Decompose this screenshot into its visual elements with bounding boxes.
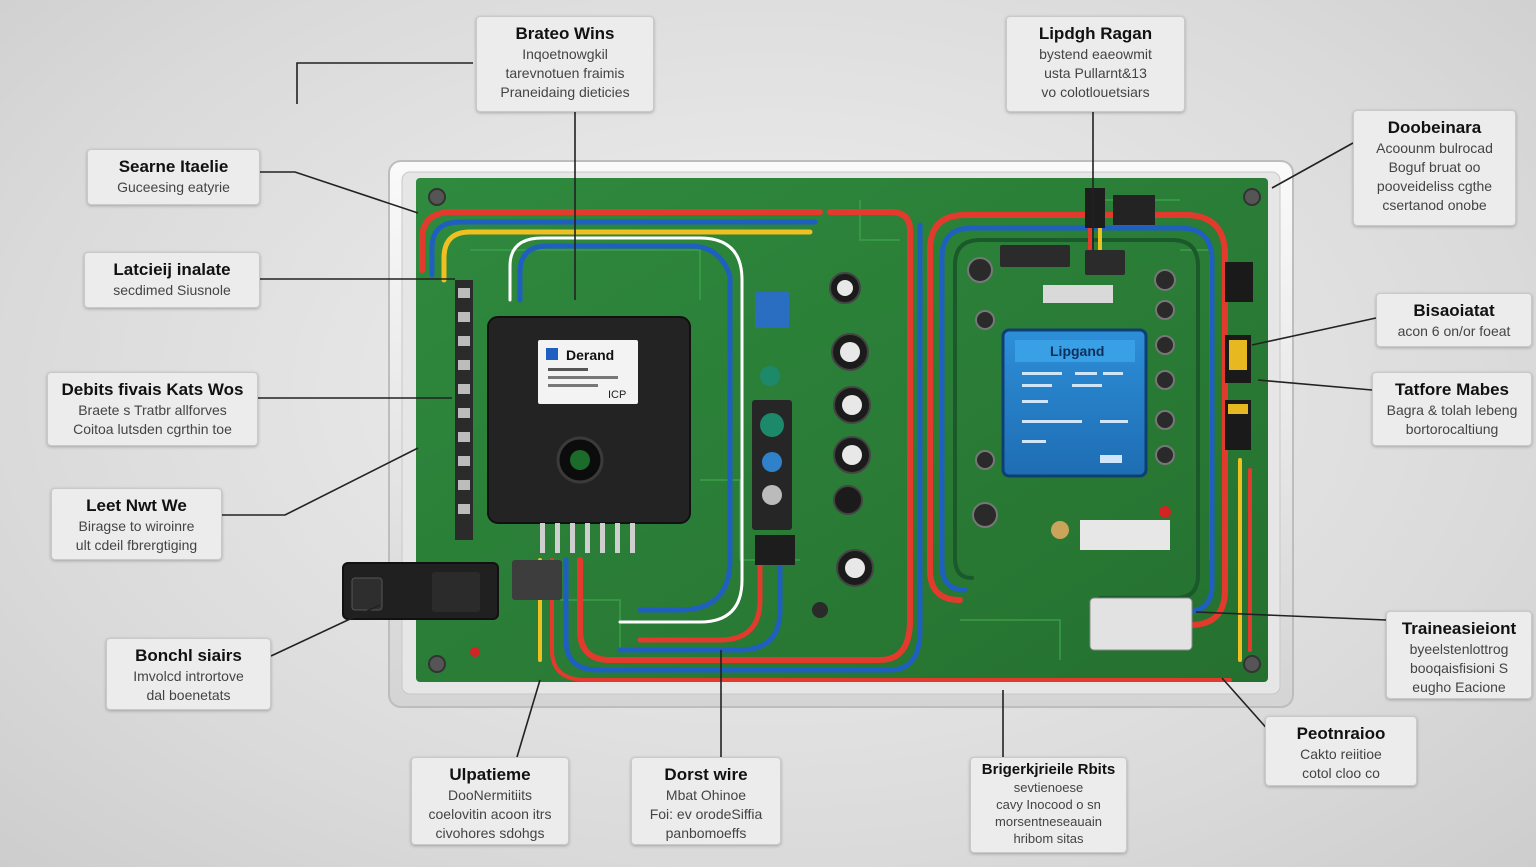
callout-line: usta Pullarnt&13 <box>1044 65 1147 81</box>
controller-code: ICP <box>608 389 626 401</box>
callout-line: Imvolcd intrortove <box>133 668 244 684</box>
callout-title: Debits fivais Kats Wos <box>61 380 244 399</box>
callout-line: coelovitin acoon itrs <box>428 806 552 822</box>
callout-line: Acoounm bulrocad <box>1376 140 1493 156</box>
callout-right-3: Tatfore Mabes Bagra & tolah lebeng borto… <box>1372 372 1532 446</box>
callout-title: Doobeinara <box>1387 118 1482 137</box>
module-label: Lipgand <box>1050 343 1104 359</box>
callout-title: Traineasieiont <box>1401 619 1517 638</box>
callout-line: bystend eaeowmit <box>1039 46 1152 62</box>
right-components <box>470 188 1253 657</box>
callout-bottom-3: Brigerkjrieile Rbits sevtienoese cavy In… <box>970 757 1127 853</box>
callout-line: Coitoa lutsden cgrthin toe <box>73 421 232 437</box>
callout-title: Leet Nwt We <box>86 496 187 515</box>
callout-left-3: Debits fivais Kats Wos Braete s Tratbr a… <box>47 372 258 446</box>
callout-right-2: Bisaoiatat acon 6 on/or foeat <box>1376 293 1532 347</box>
callout-line: Boguf bruat oo <box>1388 159 1481 175</box>
callout-title: Lipdgh Ragan <box>1038 24 1153 43</box>
callout-left-1: Searne Itaelie Guceesing eatyrie <box>87 149 260 205</box>
callout-right-5: Peotnraioo Cakto reiitioe cotol cloo co <box>1265 716 1417 786</box>
callout-top-right: Lipdgh Ragan bystend eaeowmit usta Pulla… <box>1006 16 1185 112</box>
blue-control-module: Lipgand <box>1001 328 1148 478</box>
callout-line: byeelstenlottrog <box>1409 641 1509 657</box>
callout-line: hribom sitas <box>1013 831 1084 846</box>
callout-title: Ulpatieme <box>449 765 531 784</box>
callout-line: csertanod onobe <box>1382 197 1487 213</box>
controller-module: Derand ICP <box>487 316 691 553</box>
callout-title: Brigerkjrieile Rbits <box>981 761 1116 778</box>
callout-bottom-1: Ulpatieme DooNermitiits coelovitin acoon… <box>411 757 569 845</box>
callout-title: Tatfore Mabes <box>1395 380 1509 399</box>
callout-left-5: Bonchl siairs Imvolcd intrortove dal boe… <box>106 638 271 710</box>
callout-line: Inqoetnowgkil <box>522 46 608 62</box>
callout-line: cotol cloo co <box>1302 765 1380 781</box>
callout-left-4: Leet Nwt We Biragse to wiroinre ult cdei… <box>51 488 222 560</box>
capacitor-column <box>752 272 874 587</box>
callout-line: tarevnotuen fraimis <box>505 65 625 81</box>
callout-line: Mbat Ohinoe <box>665 787 747 803</box>
callout-line: civohores sdohgs <box>435 825 545 841</box>
side-connector <box>342 562 499 620</box>
callout-line: ult cdeil fbrergtiging <box>75 537 198 553</box>
callout-line: Praneidaing dieticies <box>500 84 630 100</box>
callout-line: sevtienoese <box>1013 780 1084 795</box>
callout-line: Guceesing eatyrie <box>117 179 230 195</box>
callout-line: Cakto reiitioe <box>1300 746 1382 762</box>
callout-title: Dorst wire <box>664 765 748 784</box>
callout-line: Braete s Tratbr allforves <box>78 402 227 418</box>
callout-line: DooNermitiits <box>447 787 532 803</box>
callout-right-1: Doobeinara Acoounm bulrocad Boguf bruat … <box>1353 110 1516 226</box>
callout-line: eugho Eacione <box>1412 679 1506 695</box>
leader-lines <box>222 62 1387 758</box>
callout-title: Brateo Wins <box>515 24 615 43</box>
callout-line: secdimed Siusnole <box>113 282 231 298</box>
callout-bottom-2: Dorst wire Mbat Ohinoe Foi: ev orodeSiff… <box>631 757 781 845</box>
callout-line: Foi: ev orodeSiffia <box>649 806 763 822</box>
callout-left-2: Latcieij inalate secdimed Siusnole <box>84 252 260 308</box>
left-terminal-strip <box>455 280 473 540</box>
callout-line: dal boenetats <box>146 687 231 703</box>
callout-line: panbomoeffs <box>665 825 747 841</box>
callout-line: pooveideliss cgthe <box>1376 178 1493 194</box>
relay <box>512 292 789 600</box>
callout-line: acon 6 on/or foeat <box>1397 323 1511 339</box>
callout-line: bortorocaltiung <box>1405 421 1499 437</box>
controller-label: Derand <box>566 347 614 363</box>
callout-line: morsentneseauain <box>995 814 1102 829</box>
callout-title: Bonchl siairs <box>135 646 242 665</box>
wire-harness-right <box>927 188 1252 662</box>
callout-title: Latcieij inalate <box>113 260 231 279</box>
callout-line: Bagra & tolah lebeng <box>1386 402 1518 418</box>
callout-right-4: Traineasieiont byeelstenlottrog booqaisf… <box>1386 611 1532 699</box>
callout-line: Biragse to wiroinre <box>78 518 195 534</box>
mounting-screw <box>428 188 1261 673</box>
callout-line: booqaisfisioni S <box>1409 660 1509 676</box>
callout-title: Peotnraioo <box>1296 724 1386 743</box>
callout-line: cavy Inocood o sn <box>996 797 1101 812</box>
callout-top-left: Brateo Wins Inqoetnowgkil tarevnotuen fr… <box>476 16 654 112</box>
callout-title: Bisaoiatat <box>1413 301 1495 320</box>
callout-line: vo colotlouetsiars <box>1041 84 1150 100</box>
callout-title: Searne Itaelie <box>118 157 229 176</box>
